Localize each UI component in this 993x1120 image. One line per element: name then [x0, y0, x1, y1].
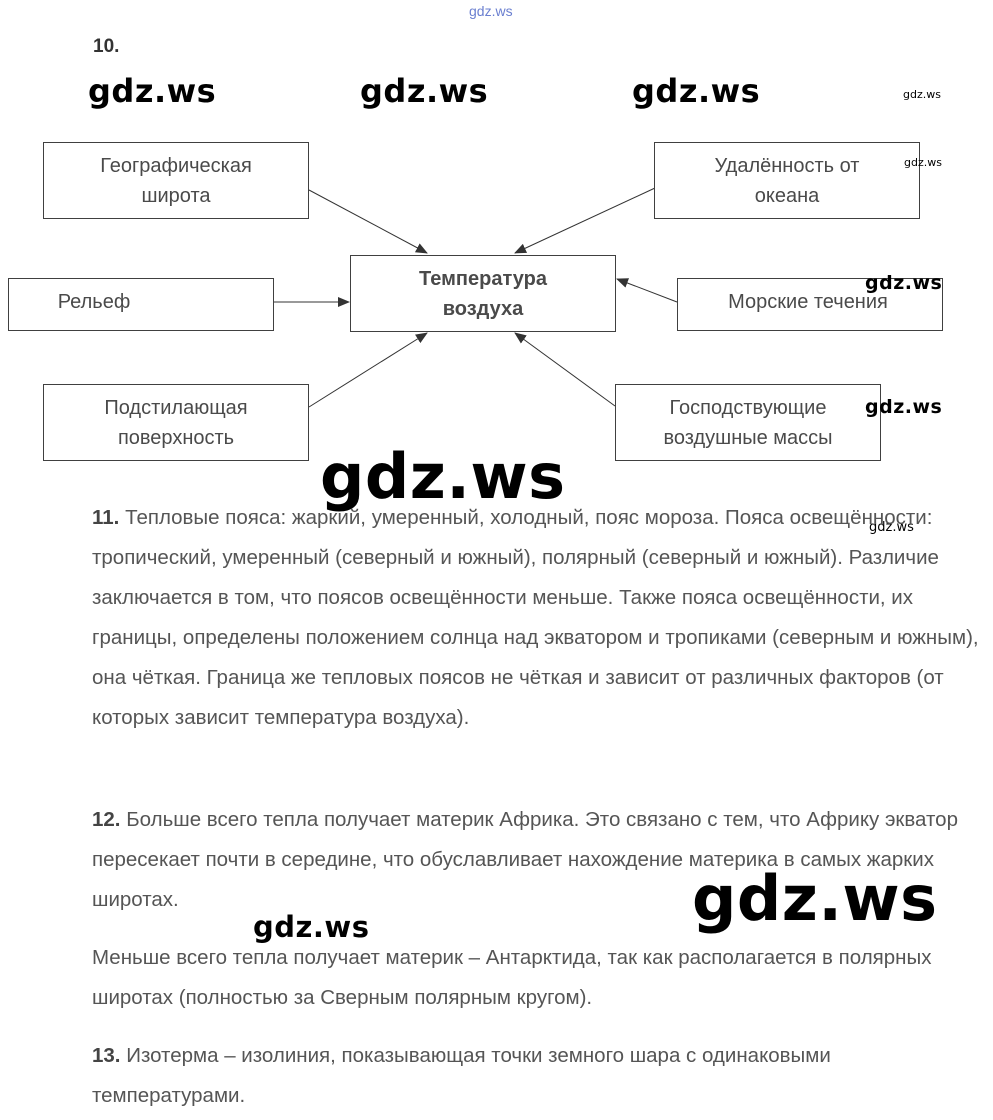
- question-12-paragraph-2: Меньше всего тепла получает материк – Ан…: [92, 938, 987, 1018]
- arrow-currents: [616, 278, 678, 303]
- arrow-latitude: [308, 189, 428, 254]
- watermark: gdz.ws: [632, 72, 761, 110]
- factor-air-masses-box: Господствующие воздушные массы: [615, 384, 881, 461]
- question-13-number: 13.: [92, 1044, 121, 1067]
- watermark-medium: gdz.ws: [865, 396, 943, 418]
- factor-currents-label: Морские течения: [728, 290, 888, 313]
- factor-latitude-box: Географическая широта: [43, 142, 309, 219]
- watermark-small: gdz.ws: [869, 520, 914, 535]
- factor-relief-box: Рельеф: [8, 278, 274, 331]
- factor-surface-box: Подстилающая поверхность: [43, 384, 309, 461]
- watermark: gdz.ws: [253, 910, 370, 944]
- watermark-large: gdz.ws: [320, 440, 566, 513]
- question-11-text: Тепловые пояса: жаркий, умеренный, холод…: [92, 506, 979, 729]
- arrow-air-masses: [514, 332, 616, 407]
- factor-ocean-distance-box: Удалённость от океана: [654, 142, 920, 219]
- center-box: Температура воздуха: [350, 255, 616, 332]
- watermark: gdz.ws: [88, 72, 217, 110]
- factor-ocean-distance-label: Удалённость от океана: [714, 154, 860, 207]
- watermark-small: gdz.ws: [903, 88, 941, 101]
- center-label: Температура воздуха: [419, 267, 547, 320]
- factor-air-masses-label: Господствующие воздушные массы: [663, 396, 833, 449]
- question-13: 13. Изотерма – изолиния, показывающая то…: [92, 1036, 987, 1116]
- question-10-number: 10.: [93, 36, 120, 57]
- question-11-number: 11.: [92, 506, 120, 529]
- watermark-large: gdz.ws: [692, 862, 938, 935]
- factor-latitude-label: Географическая широта: [100, 154, 252, 207]
- watermark-medium: gdz.ws: [865, 272, 943, 294]
- question-13-text: Изотерма – изолиния, показывающая точки …: [92, 1044, 831, 1107]
- factor-relief-label: Рельеф: [57, 290, 131, 313]
- watermark-small: gdz.ws: [904, 156, 942, 169]
- question-12: 12. Больше всего тепла получает материк …: [92, 800, 987, 920]
- diagram-arrows: [274, 187, 678, 408]
- question-11: 11. Тепловые пояса: жаркий, умеренный, х…: [92, 498, 987, 738]
- factor-currents-box: Морские течения: [677, 278, 943, 331]
- watermark-top: gdz.ws: [469, 3, 513, 19]
- arrow-surface: [308, 332, 428, 408]
- question-12-text-1: Больше всего тепла получает материк Афри…: [92, 808, 958, 911]
- question-12-text-2: Меньше всего тепла получает материк – Ан…: [92, 946, 932, 1009]
- factor-surface-label: Подстилающая поверхность: [104, 396, 248, 449]
- watermark: gdz.ws: [360, 72, 489, 110]
- arrow-ocean-distance: [514, 187, 656, 254]
- question-12-number: 12.: [92, 808, 121, 831]
